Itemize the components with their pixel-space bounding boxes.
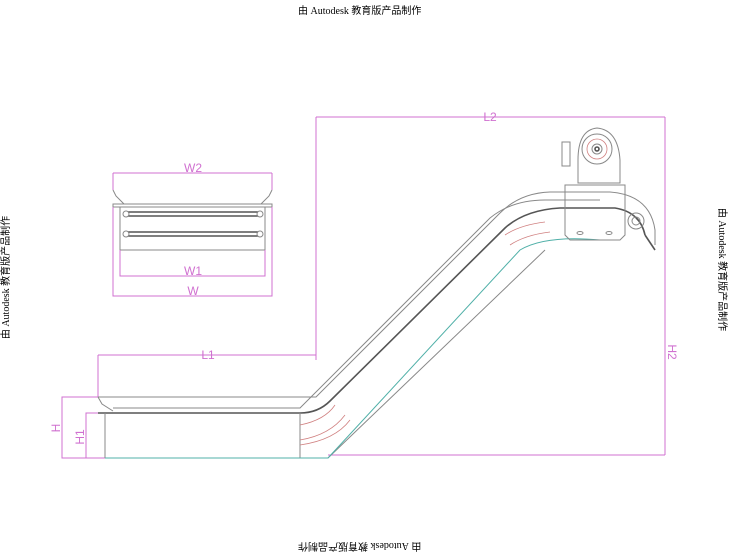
dim-l1-label: L1 — [201, 348, 215, 362]
side-view-dimensions: L2 L1 H H1 H2 — [49, 110, 679, 459]
conveyor-side-view — [97, 127, 656, 459]
watermark-top: 由 Autodesk 教育版产品制作 — [298, 6, 422, 17]
dim-l2-label: L2 — [483, 110, 497, 124]
dim-w2-label: W2 — [184, 161, 202, 175]
dim-h2-label: H2 — [665, 344, 679, 360]
cross-section-view: W2 W1 W — [112, 161, 273, 298]
dim-w-label: W — [187, 284, 199, 298]
dim-h1-label: H1 — [73, 429, 87, 445]
dim-w1-label: W1 — [184, 264, 202, 278]
dim-h-label: H — [49, 424, 63, 433]
